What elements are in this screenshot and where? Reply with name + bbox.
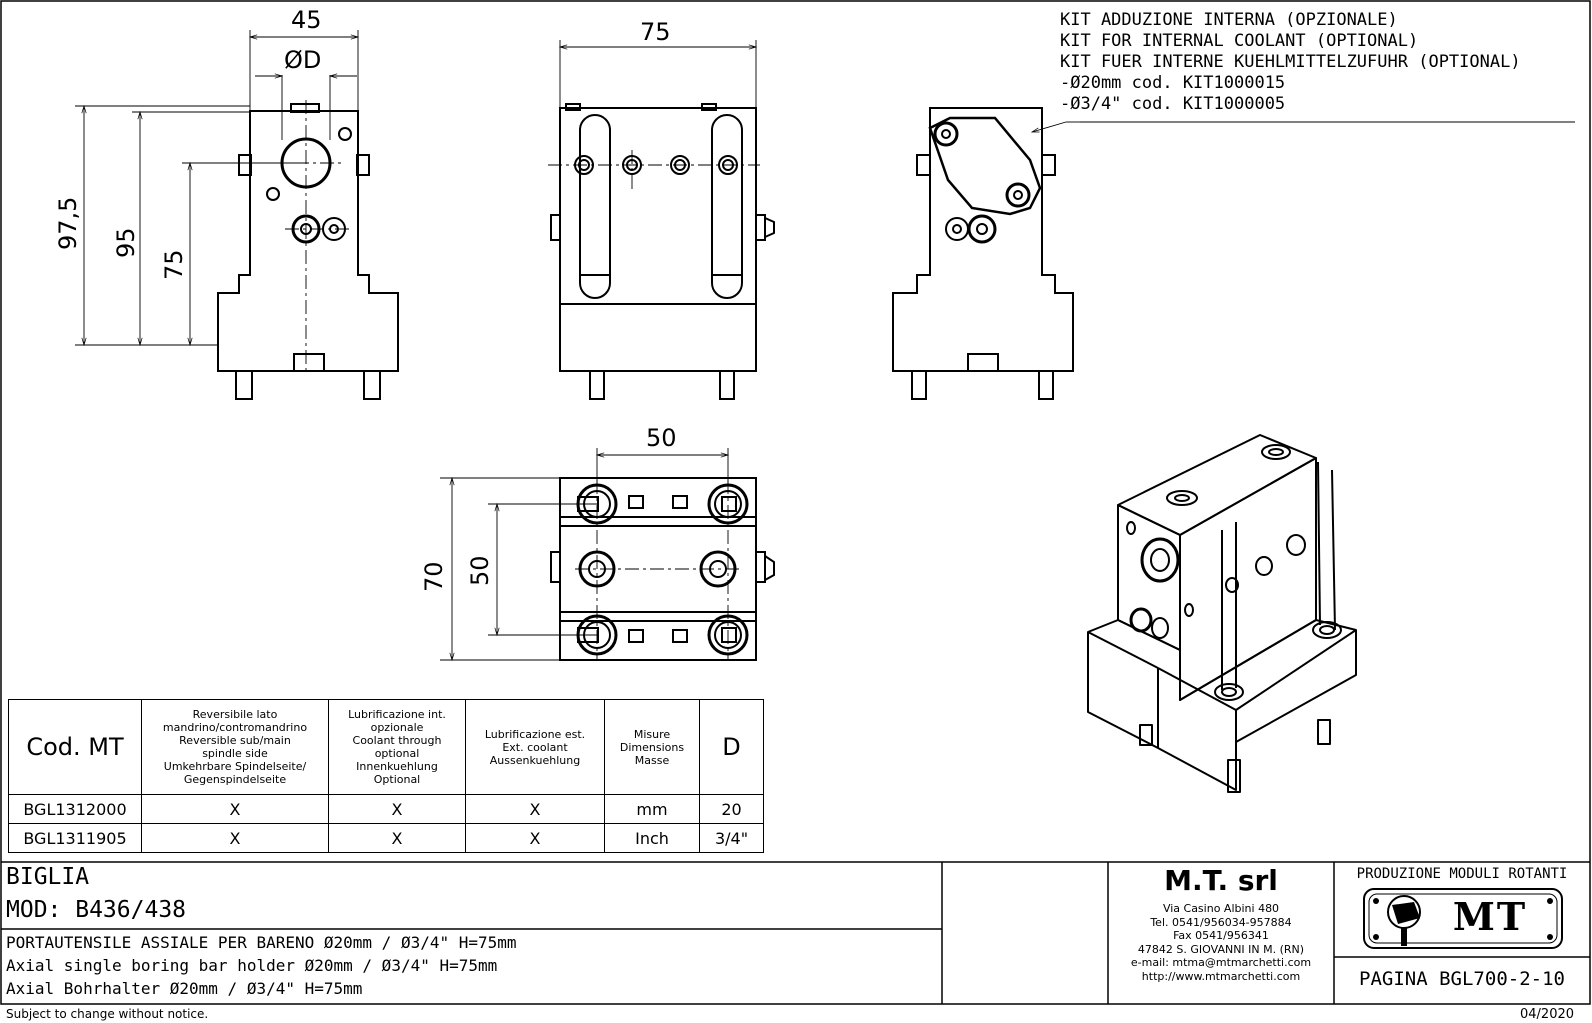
brand-title: BIGLIA (6, 864, 90, 890)
page-code: PAGINA BGL700-2-10 (1359, 968, 1565, 990)
side-view (548, 40, 775, 400)
cell-reversible: X (141, 794, 329, 824)
dimension-50-width: 50 (646, 424, 677, 452)
right-view (892, 107, 1575, 400)
isometric-view (1087, 434, 1357, 793)
footer-notice: Subject to change without notice. (6, 1007, 209, 1021)
logo-text: MT (1452, 894, 1528, 939)
company-name: M.T. srl (1164, 864, 1278, 897)
company-address: Via Casino Albini 480 Tel. 0541/956034-9… (1130, 902, 1312, 983)
mt-logo (1363, 888, 1563, 949)
dimension-75-width: 75 (640, 18, 671, 46)
table-row: BGL1311905 X X X Inch 3/4" (8, 823, 764, 853)
dimension-75-height: 75 (160, 249, 188, 280)
cell-d: 20 (699, 794, 764, 824)
production-label: PRODUZIONE MODULI ROTANTI (1356, 866, 1568, 882)
kit-note-line: KIT ADDUZIONE INTERNA (OPZIONALE) (1060, 10, 1398, 30)
title-block-frame (1, 861, 1590, 1004)
description-de: Axial Bohrhalter Ø20mm / Ø3/4" H=75mm (6, 979, 363, 998)
kit-note-line: KIT FUER INTERNE KUEHLMITTELZUFUHR (OPTI… (1060, 52, 1521, 72)
header-reversible: Reversibile lato mandrino/contromandrino… (141, 699, 329, 795)
kit-note-line: -Ø20mm cod. KIT1000015 (1060, 73, 1286, 93)
description-en: Axial single boring bar holder Ø20mm / Ø… (6, 956, 498, 975)
header-coolant-external: Lubrificazione est. Ext. coolant Aussenk… (465, 699, 605, 795)
cell-measures: Inch (604, 823, 700, 853)
kit-note-line: -Ø3/4" cod. KIT1000005 (1060, 94, 1286, 114)
header-coolant-internal: Lubrificazione int. opzionale Coolant th… (328, 699, 466, 795)
kit-note: KIT ADDUZIONE INTERNA (OPZIONALE) KIT FO… (1060, 10, 1521, 115)
model-title: MOD: B436/438 (6, 897, 187, 923)
cell-cod: BGL1311905 (8, 823, 142, 853)
dimension-diameter-d: ØD (284, 46, 322, 74)
dimension-95: 95 (112, 227, 140, 258)
cell-coolant-external: X (465, 794, 605, 824)
header-d: D (699, 699, 764, 795)
kit-note-line: KIT FOR INTERNAL COOLANT (OPTIONAL) (1060, 31, 1419, 51)
description-it: PORTAUTENSILE ASSIALE PER BARENO Ø20mm /… (6, 933, 517, 952)
table-header-row: Cod. MT Reversibile lato mandrino/contro… (8, 699, 764, 795)
footer-date: 04/2020 (1520, 1007, 1575, 1022)
header-cod: Cod. MT (8, 699, 142, 795)
front-view (75, 30, 399, 400)
dimension-70: 70 (420, 561, 448, 592)
cell-cod: BGL1312000 (8, 794, 142, 824)
table-row: BGL1312000 X X X mm 20 (8, 794, 764, 824)
dimension-97-5: 97,5 (54, 196, 82, 250)
cell-coolant-internal: X (328, 823, 466, 853)
top-view (440, 448, 775, 662)
cell-coolant-internal: X (328, 794, 466, 824)
spec-table: Cod. MT Reversibile lato mandrino/contro… (8, 699, 764, 853)
cell-d: 3/4" (699, 823, 764, 853)
cell-measures: mm (604, 794, 700, 824)
dimension-50-height: 50 (466, 555, 494, 586)
header-measures: Misure Dimensions Masse (604, 699, 700, 795)
cell-reversible: X (141, 823, 329, 853)
cell-coolant-external: X (465, 823, 605, 853)
dimension-45: 45 (291, 6, 322, 34)
